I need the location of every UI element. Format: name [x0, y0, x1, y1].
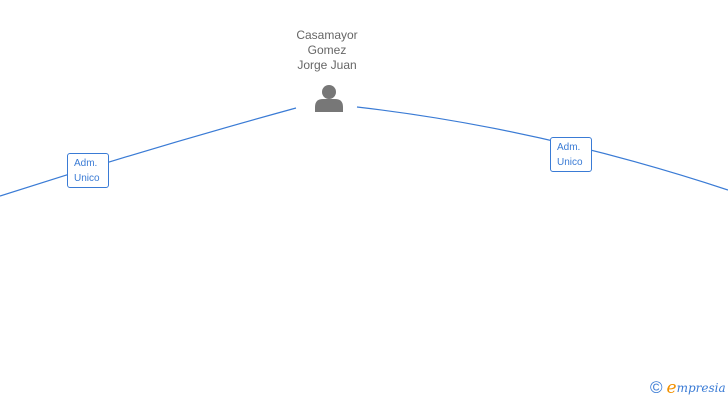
relation-label-right-line-2: Unico — [557, 157, 583, 168]
edge-right — [356, 106, 728, 191]
edge-left — [0, 107, 297, 197]
relation-label-left[interactable]: Adm. Unico — [67, 153, 109, 188]
person-node-name[interactable]: Casamayor Gomez Jorge Juan — [276, 28, 378, 73]
person-icon[interactable] — [314, 84, 344, 112]
empresia-watermark[interactable]: © e mpresia — [650, 378, 726, 398]
copyright-icon: © — [650, 378, 663, 397]
relation-label-left-line-1: Adm. — [74, 158, 98, 169]
relation-label-left-line-2: Unico — [74, 173, 100, 184]
brand-logo-text: mpresia — [676, 381, 726, 395]
person-name-line-3: Jorge Juan — [297, 58, 357, 72]
person-name-line-1: Casamayor — [296, 28, 358, 42]
person-name-line-2: Gomez — [307, 43, 347, 57]
relation-label-right-line-1: Adm. — [557, 142, 581, 153]
relation-label-right[interactable]: Adm. Unico — [550, 137, 592, 172]
brand-logo-initial: e — [666, 378, 677, 398]
